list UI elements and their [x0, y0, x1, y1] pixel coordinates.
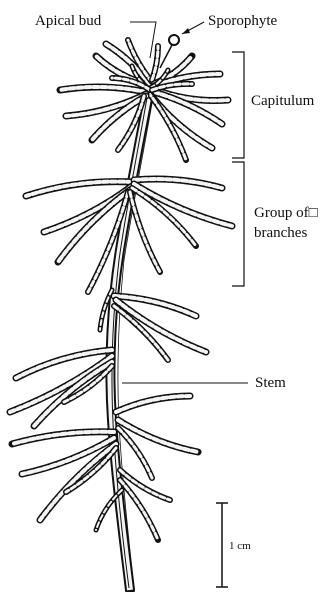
branch-leaves	[134, 179, 222, 188]
stem-label: Stem	[255, 374, 286, 392]
sporophyte-label: Sporophyte	[208, 12, 277, 30]
group-of-branches-label-line2: branches	[254, 224, 307, 242]
capitulum-label: Capitulum	[251, 92, 314, 110]
apical-bud-label: Apical bud	[35, 12, 101, 30]
capitulum-bracket	[232, 52, 244, 158]
scale-bar-label: 1 cm	[229, 537, 251, 555]
scale-bar	[216, 503, 228, 587]
sporophyte-capsule	[160, 35, 179, 68]
group-of-branches-label-line1: Group of□	[254, 204, 318, 222]
branch	[116, 300, 206, 352]
branch	[118, 420, 198, 452]
